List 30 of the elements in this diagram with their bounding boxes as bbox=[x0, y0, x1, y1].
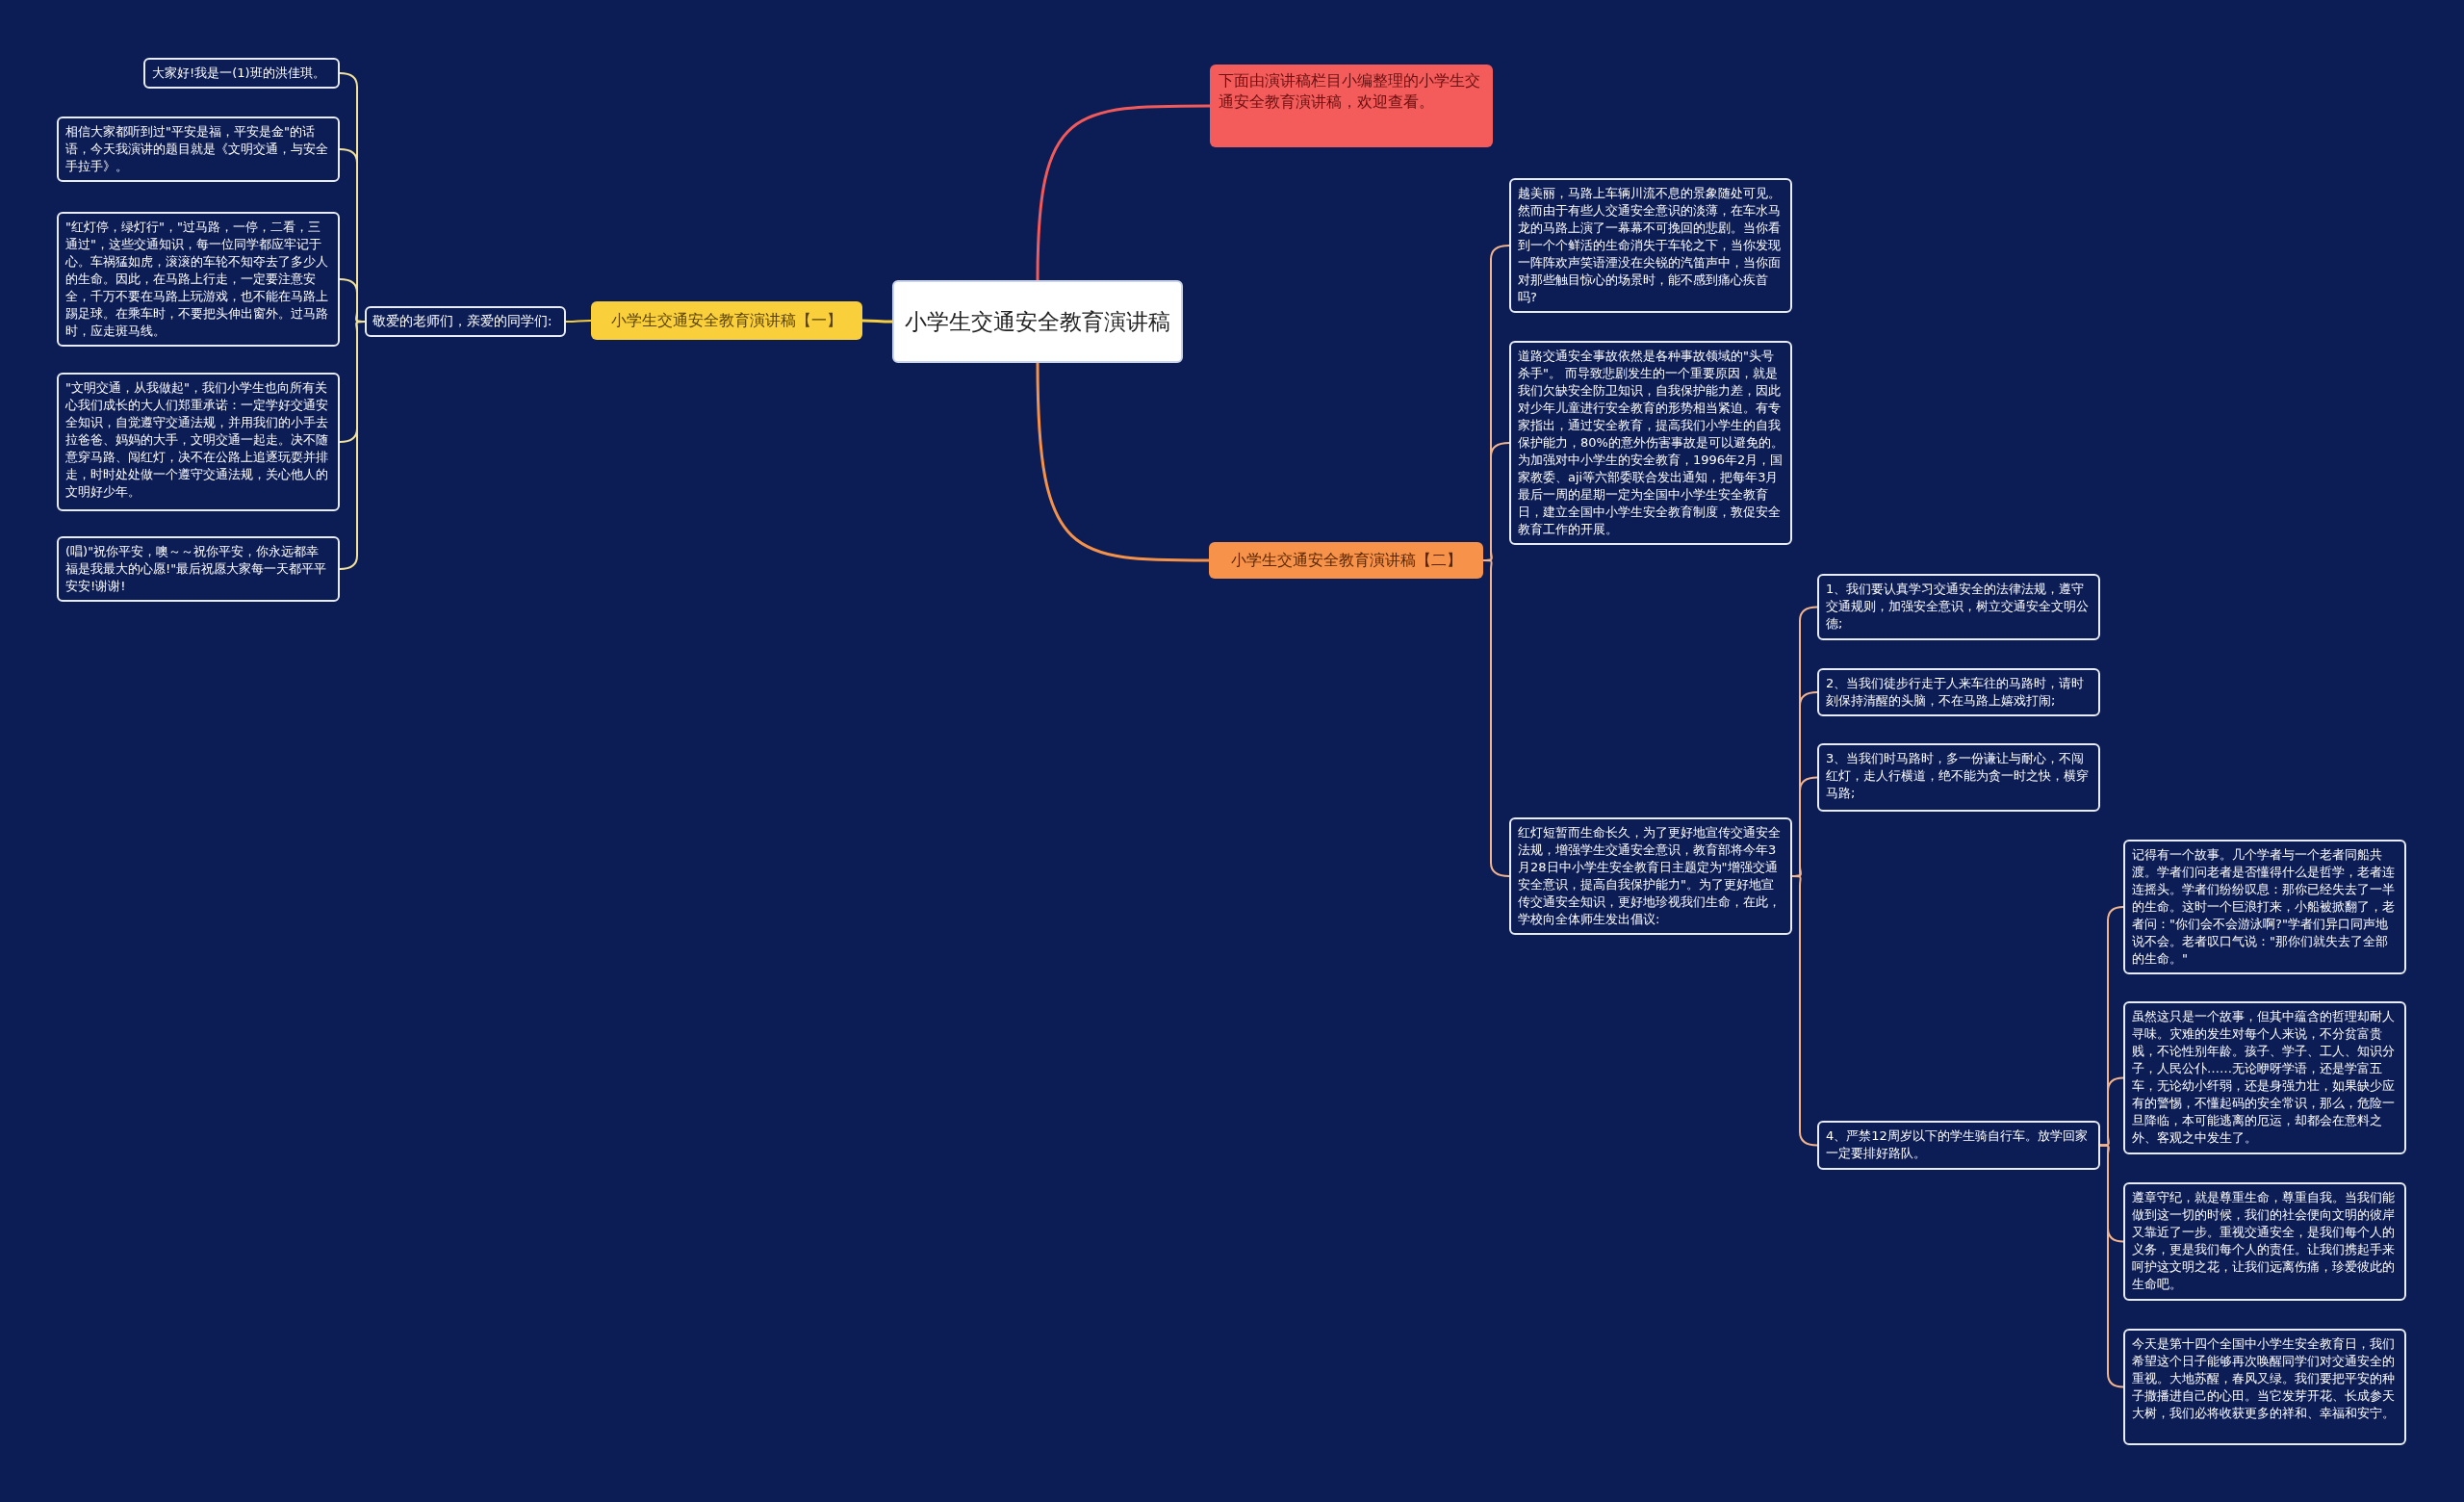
text-box: 道路交通安全事故依然是各种事故领域的"头号杀手"。 而导致悲剧发生的一个重要原因，就是我们欠缺安全防卫知识，自我保护能力差，因此对少年儿童进行安全教育的形势相当紧迫。有专家指出，通过安全教育，提高我们小学生的自我保护能力，80%的意外伤害事故是可以避免的。为加强对中小学生的安全教育，1996年2月，国家教委、aji等六部委联合发出通知，把每年3月最后一周的星期一定为全国中小学生安全教育日，建立全国中小学生安全教育制度，敦促安全教育工作的开展。 bbox=[1509, 341, 1792, 545]
text-box: 4、严禁12周岁以下的学生骑自行车。放学回家一定要排好路队。 bbox=[1817, 1121, 2100, 1170]
text-box: 今天是第十四个全国中小学生安全教育日，我们希望这个日子能够再次唤醒同学们对交通安全的重视。大地苏醒，春风又绿。我们要把平安的种子撒播进自己的心田。当它发芽开花、长成参天大树，我们必将收获更多的祥和、幸福和安宁。 bbox=[2123, 1329, 2406, 1445]
greeting-box: 敬爱的老师们，亲爱的同学们: bbox=[365, 306, 566, 337]
text-box: "文明交通，从我做起"，我们小学生也向所有关心我们成长的大人们郑重承诺：一定学好交通安全知识，自觉遵守交通法规，并用我们的小手去拉爸爸、妈妈的大手，文明交通一起走。决不随意穿马路、闯红灯，决不在公路上追逐玩耍并排走，时时处处做一个遵守交通法规，关心他人的文明好少年。 bbox=[57, 373, 340, 511]
connector-line bbox=[1036, 104, 1210, 281]
connector-line bbox=[1482, 559, 1510, 877]
text-box: 记得有一个故事。几个学者与一个老者同船共渡。学者们问老者是否懂得什么是哲学，老者连连摇头。学者们纷纷叹息：那你已经失去了一半的生命。这时一个巨浪打来，小船被掀翻了，老者问："你们会不会游泳啊?"学者们异口同声地说不会。老者叹口气说："那你们就失去了全部的生命。" bbox=[2123, 840, 2406, 974]
connector-line bbox=[2099, 1076, 2124, 1147]
text-box: 虽然这只是一个故事，但其中蕴含的哲理却耐人寻味。灾难的发生对每个人来说，不分贫富贵贱，不论性别年龄。孩子、学子、工人、知识分子，人民公仆……无论咿呀学语，还是学富五车，无论幼小纤弱，还是身强力壮，如果缺少应有的警惕，不懂起码的安全常识，那么，危险一旦降临，本可能逃离的厄运，却都会在意料之外、客观之中发生了。 bbox=[2123, 1001, 2406, 1154]
text-box: 相信大家都听到过"平安是福，平安是金"的话语，今天我演讲的题目就是《文明交通，与安全手拉手》。 bbox=[57, 117, 340, 182]
connector-line bbox=[1036, 362, 1209, 562]
intro-card: 下面由演讲稿栏目小编整理的小学生交通安全教育演讲稿，欢迎查看。 bbox=[1210, 65, 1493, 147]
connector-line bbox=[339, 321, 366, 570]
text-box: 大家好!我是一(1)班的洪佳琪。 bbox=[143, 58, 340, 89]
connector-line bbox=[1791, 875, 1818, 1147]
text-box: 1、我们要认真学习交通安全的法律法规，遵守交通规则，加强安全意识，树立交通安全文明公德; bbox=[1817, 574, 2100, 640]
connector-line bbox=[565, 320, 592, 323]
text-box: 越美丽，马路上车辆川流不息的景象随处可见。然而由于有些人交通安全意识的淡薄，在车水马龙的马路上演了一幕幕不可挽回的悲剧。当你看到一个个鲜活的生命消失于车轮之下，当你发现一阵阵欢声笑语湮没在尖锐的汽笛声中，当你面对那些触目惊心的场景时，能不感到痛心疾首吗? bbox=[1509, 178, 1792, 313]
text-box: 3、当我们时马路时，多一份谦让与耐心，不闯红灯，走人行横道，绝不能为贪一时之快，横穿马路; bbox=[1817, 743, 2100, 812]
text-box: 红灯短暂而生命长久，为了更好地宣传交通安全法规，增强学生交通安全意识，教育部将今年3月28日中小学生安全教育日主题定为"增强交通安全意识，提高自我保护能力"。为了更好地宣传交通安全知识，更好地珍视我们生命，在此，学校向全体师生发出倡议: bbox=[1509, 817, 1792, 935]
text-box: 遵章守纪，就是尊重生命，尊重自我。当我们能做到这一切的时候，我们的社会便向文明的彼岸又靠近了一步。重视交通安全，是我们每个人的义务，更是我们每个人的责任。让我们携起手来呵护这文明之花，让我们远离伤痛，珍爱彼此的生命吧。 bbox=[2123, 1182, 2406, 1301]
connector-line bbox=[862, 319, 892, 324]
text-box: 2、当我们徒步行走于人来车往的马路时，请时刻保持清醒的头脑，不在马路上嬉戏打闹; bbox=[1817, 668, 2100, 716]
branch-topic: 小学生交通安全教育演讲稿【二】 bbox=[1209, 542, 1483, 579]
text-box: "红灯停，绿灯行"，"过马路，一停，二看，三通过"，这些交通知识，每一位同学都应牢记于心。车祸猛如虎，滚滚的车轮不知夺去了多少人的生命。因此，在马路上行走，一定要注意安全，千万不要在马路上玩游戏，也不能在马路上踢足球。在乘车时，不要把头伸出窗外。过马路时，应走斑马线。 bbox=[57, 212, 340, 347]
text-box: (唱)"祝你平安，噢～～祝你平安，你永远都幸福是我最大的心愿!"最后祝愿大家每一天都平平安安!谢谢! bbox=[57, 536, 340, 602]
branch-topic: 小学生交通安全教育演讲稿【一】 bbox=[591, 301, 862, 340]
connector-line bbox=[2099, 1144, 2124, 1388]
central-topic: 小学生交通安全教育演讲稿 bbox=[892, 280, 1183, 363]
